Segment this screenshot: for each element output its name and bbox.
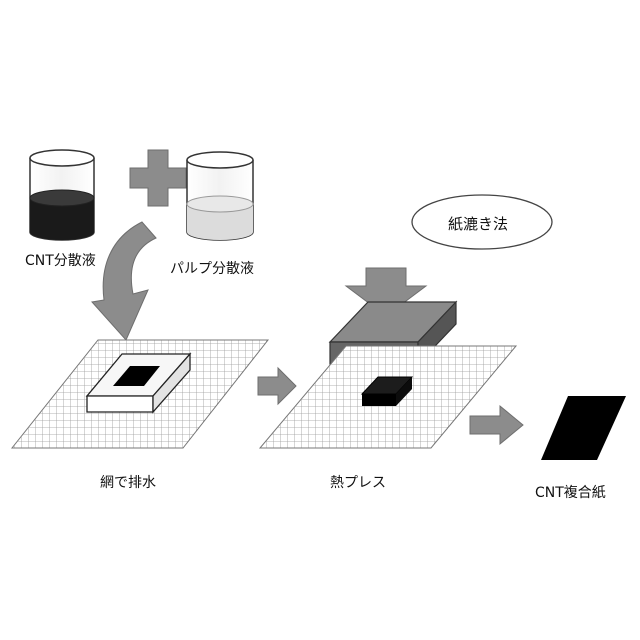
curved-arrow-icon (92, 222, 156, 340)
cnt-dispersion-beaker (30, 150, 94, 240)
pulp-dispersion-beaker (187, 152, 253, 240)
cnt-composite-paper-sheet (541, 396, 626, 460)
plus-icon (130, 150, 186, 206)
hot-press-label: 熱プレス (330, 472, 386, 492)
method-label: 紙漉き法 (448, 213, 508, 234)
cnt-composite-paper-label: CNT複合紙 (535, 482, 606, 502)
pulp-dispersion-label: パルプ分散液 (170, 258, 254, 278)
cnt-dispersion-label: CNT分散液 (25, 250, 96, 270)
arrow-right-icon (258, 368, 296, 404)
drain-label: 網で排水 (100, 472, 156, 492)
arrow-right-icon-2 (470, 406, 523, 444)
